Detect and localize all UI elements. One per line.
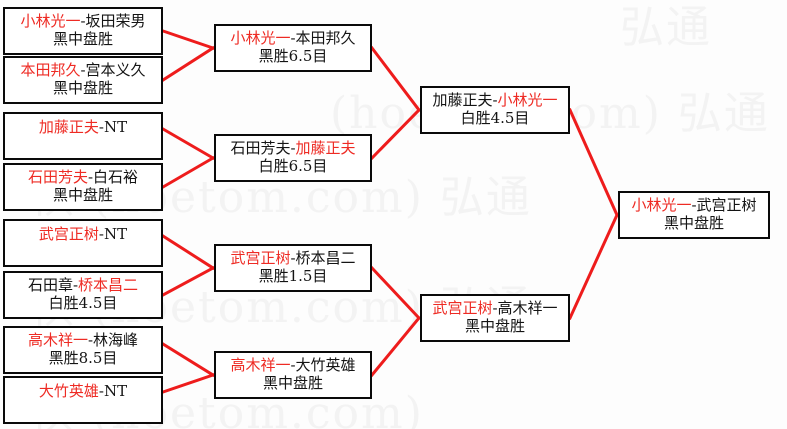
player-winner: 武宫正树 <box>432 299 493 318</box>
match-pair: 武宫正树-高木祥一 <box>432 299 558 318</box>
player-winner: 本田邦久 <box>20 61 81 80</box>
dash: - <box>87 331 94 350</box>
match-result: 白胜4.5目 <box>460 109 530 127</box>
match-pair: 加藤正夫-NT <box>38 118 128 137</box>
match-box-r2-1[interactable]: 小林光一-本田邦久 黑胜6.5目 <box>214 24 372 72</box>
match-box-final[interactable]: 小林光一-武宫正树 黑中盘胜 <box>618 191 770 239</box>
player-winner: 小林光一 <box>497 91 558 110</box>
dash: - <box>98 118 104 137</box>
player-winner: 高木祥一 <box>27 331 88 350</box>
player-loser: NT <box>103 118 128 137</box>
player-loser: 宫本义久 <box>85 61 146 80</box>
player-loser: 大竹英雄 <box>295 356 356 375</box>
match-pair: 本田邦久-宫本义久 <box>20 61 146 80</box>
player-loser: 林海峰 <box>93 331 139 350</box>
match-pair: 石田章-桥本昌二 <box>27 276 139 295</box>
match-result: 黑胜6.5目 <box>258 47 328 65</box>
match-result: 黑胜8.5目 <box>48 349 118 367</box>
match-result: 黑中盘胜 <box>663 214 724 232</box>
player-winner: 高木祥一 <box>230 356 291 375</box>
match-box-r2-3[interactable]: 武宫正树-桥本昌二 黑胜1.5目 <box>214 244 372 292</box>
player-winner: 桥本昌二 <box>78 276 139 295</box>
match-pair: 石田芳夫-加藤正夫 <box>230 139 356 158</box>
player-winner: 小林光一 <box>20 12 81 31</box>
dash: - <box>492 91 498 110</box>
dash: - <box>492 299 498 318</box>
player-loser: 坂田荣男 <box>85 12 146 31</box>
player-winner: 小林光一 <box>230 29 291 48</box>
player-winner: 武宫正树 <box>38 225 99 244</box>
dash: - <box>72 276 79 295</box>
match-result: 白胜4.5目 <box>48 294 118 312</box>
match-result: 黑中盘胜 <box>52 30 113 48</box>
match-result: 白胜6.5目 <box>258 157 328 175</box>
player-winner: 小林光一 <box>631 196 692 215</box>
dash: - <box>290 356 296 375</box>
match-pair: 武宫正树-NT <box>38 225 128 244</box>
match-box-r1-2[interactable]: 本田邦久-宫本义久 黑中盘胜 <box>3 56 163 104</box>
match-box-r3-1[interactable]: 加藤正夫-小林光一 白胜4.5目 <box>420 86 570 134</box>
match-pair: 大竹英雄-NT <box>38 382 128 401</box>
dash: - <box>290 249 296 268</box>
dash: - <box>98 225 104 244</box>
player-loser: 武宫正树 <box>696 196 757 215</box>
match-result: 黑中盘胜 <box>262 374 323 392</box>
match-box-r2-2[interactable]: 石田芳夫-加藤正夫 白胜6.5目 <box>214 134 372 182</box>
dash: - <box>691 196 697 215</box>
match-box-r1-7[interactable]: 高木祥一-林海峰 黑胜8.5目 <box>3 326 163 374</box>
player-winner: 加藤正夫 <box>38 118 99 137</box>
match-pair: 武宫正树-桥本昌二 <box>230 249 356 268</box>
dash: - <box>98 382 104 401</box>
player-loser: 加藤正夫 <box>432 91 493 110</box>
dash: - <box>290 29 296 48</box>
dash: - <box>290 139 296 158</box>
match-pair: 石田芳夫-白石裕 <box>27 168 139 187</box>
match-result: 黑中盘胜 <box>52 79 113 97</box>
player-loser: NT <box>103 225 128 244</box>
player-winner: 加藤正夫 <box>295 139 356 158</box>
match-result: 黑中盘胜 <box>464 317 525 335</box>
match-box-r1-6[interactable]: 石田章-桥本昌二 白胜4.5目 <box>3 271 163 319</box>
match-pair: 小林光一-坂田荣男 <box>20 12 146 31</box>
match-pair: 高木祥一-大竹英雄 <box>230 356 356 375</box>
dash: - <box>87 168 94 187</box>
match-box-r3-2[interactable]: 武宫正树-高木祥一 黑中盘胜 <box>420 294 570 342</box>
match-box-r1-5[interactable]: 武宫正树-NT <box>3 219 163 267</box>
player-loser: NT <box>103 382 128 401</box>
player-winner: 武宫正树 <box>230 249 291 268</box>
match-result: 黑胜1.5目 <box>258 267 328 285</box>
match-box-r1-8[interactable]: 大竹英雄-NT <box>3 376 163 424</box>
dash: - <box>80 61 86 80</box>
match-result: 黑中盘胜 <box>52 186 113 204</box>
player-loser: 本田邦久 <box>295 29 356 48</box>
player-loser: 白石裕 <box>93 168 139 187</box>
match-box-r1-1[interactable]: 小林光一-坂田荣男 黑中盘胜 <box>3 7 163 55</box>
match-box-r2-4[interactable]: 高木祥一-大竹英雄 黑中盘胜 <box>214 351 372 399</box>
player-loser: 桥本昌二 <box>295 249 356 268</box>
match-pair: 小林光一-本田邦久 <box>230 29 356 48</box>
player-winner: 大竹英雄 <box>38 382 99 401</box>
match-pair: 高木祥一-林海峰 <box>27 331 139 350</box>
match-pair: 小林光一-武宫正树 <box>631 196 757 215</box>
player-winner: 石田芳夫 <box>27 168 88 187</box>
match-box-r1-3[interactable]: 加藤正夫-NT <box>3 112 163 160</box>
match-pair: 加藤正夫-小林光一 <box>432 91 558 110</box>
player-loser: 石田芳夫 <box>230 139 291 158</box>
player-loser: 石田章 <box>27 276 73 295</box>
player-loser: 高木祥一 <box>497 299 558 318</box>
match-box-r1-4[interactable]: 石田芳夫-白石裕 黑中盘胜 <box>3 163 163 211</box>
dash: - <box>80 12 86 31</box>
